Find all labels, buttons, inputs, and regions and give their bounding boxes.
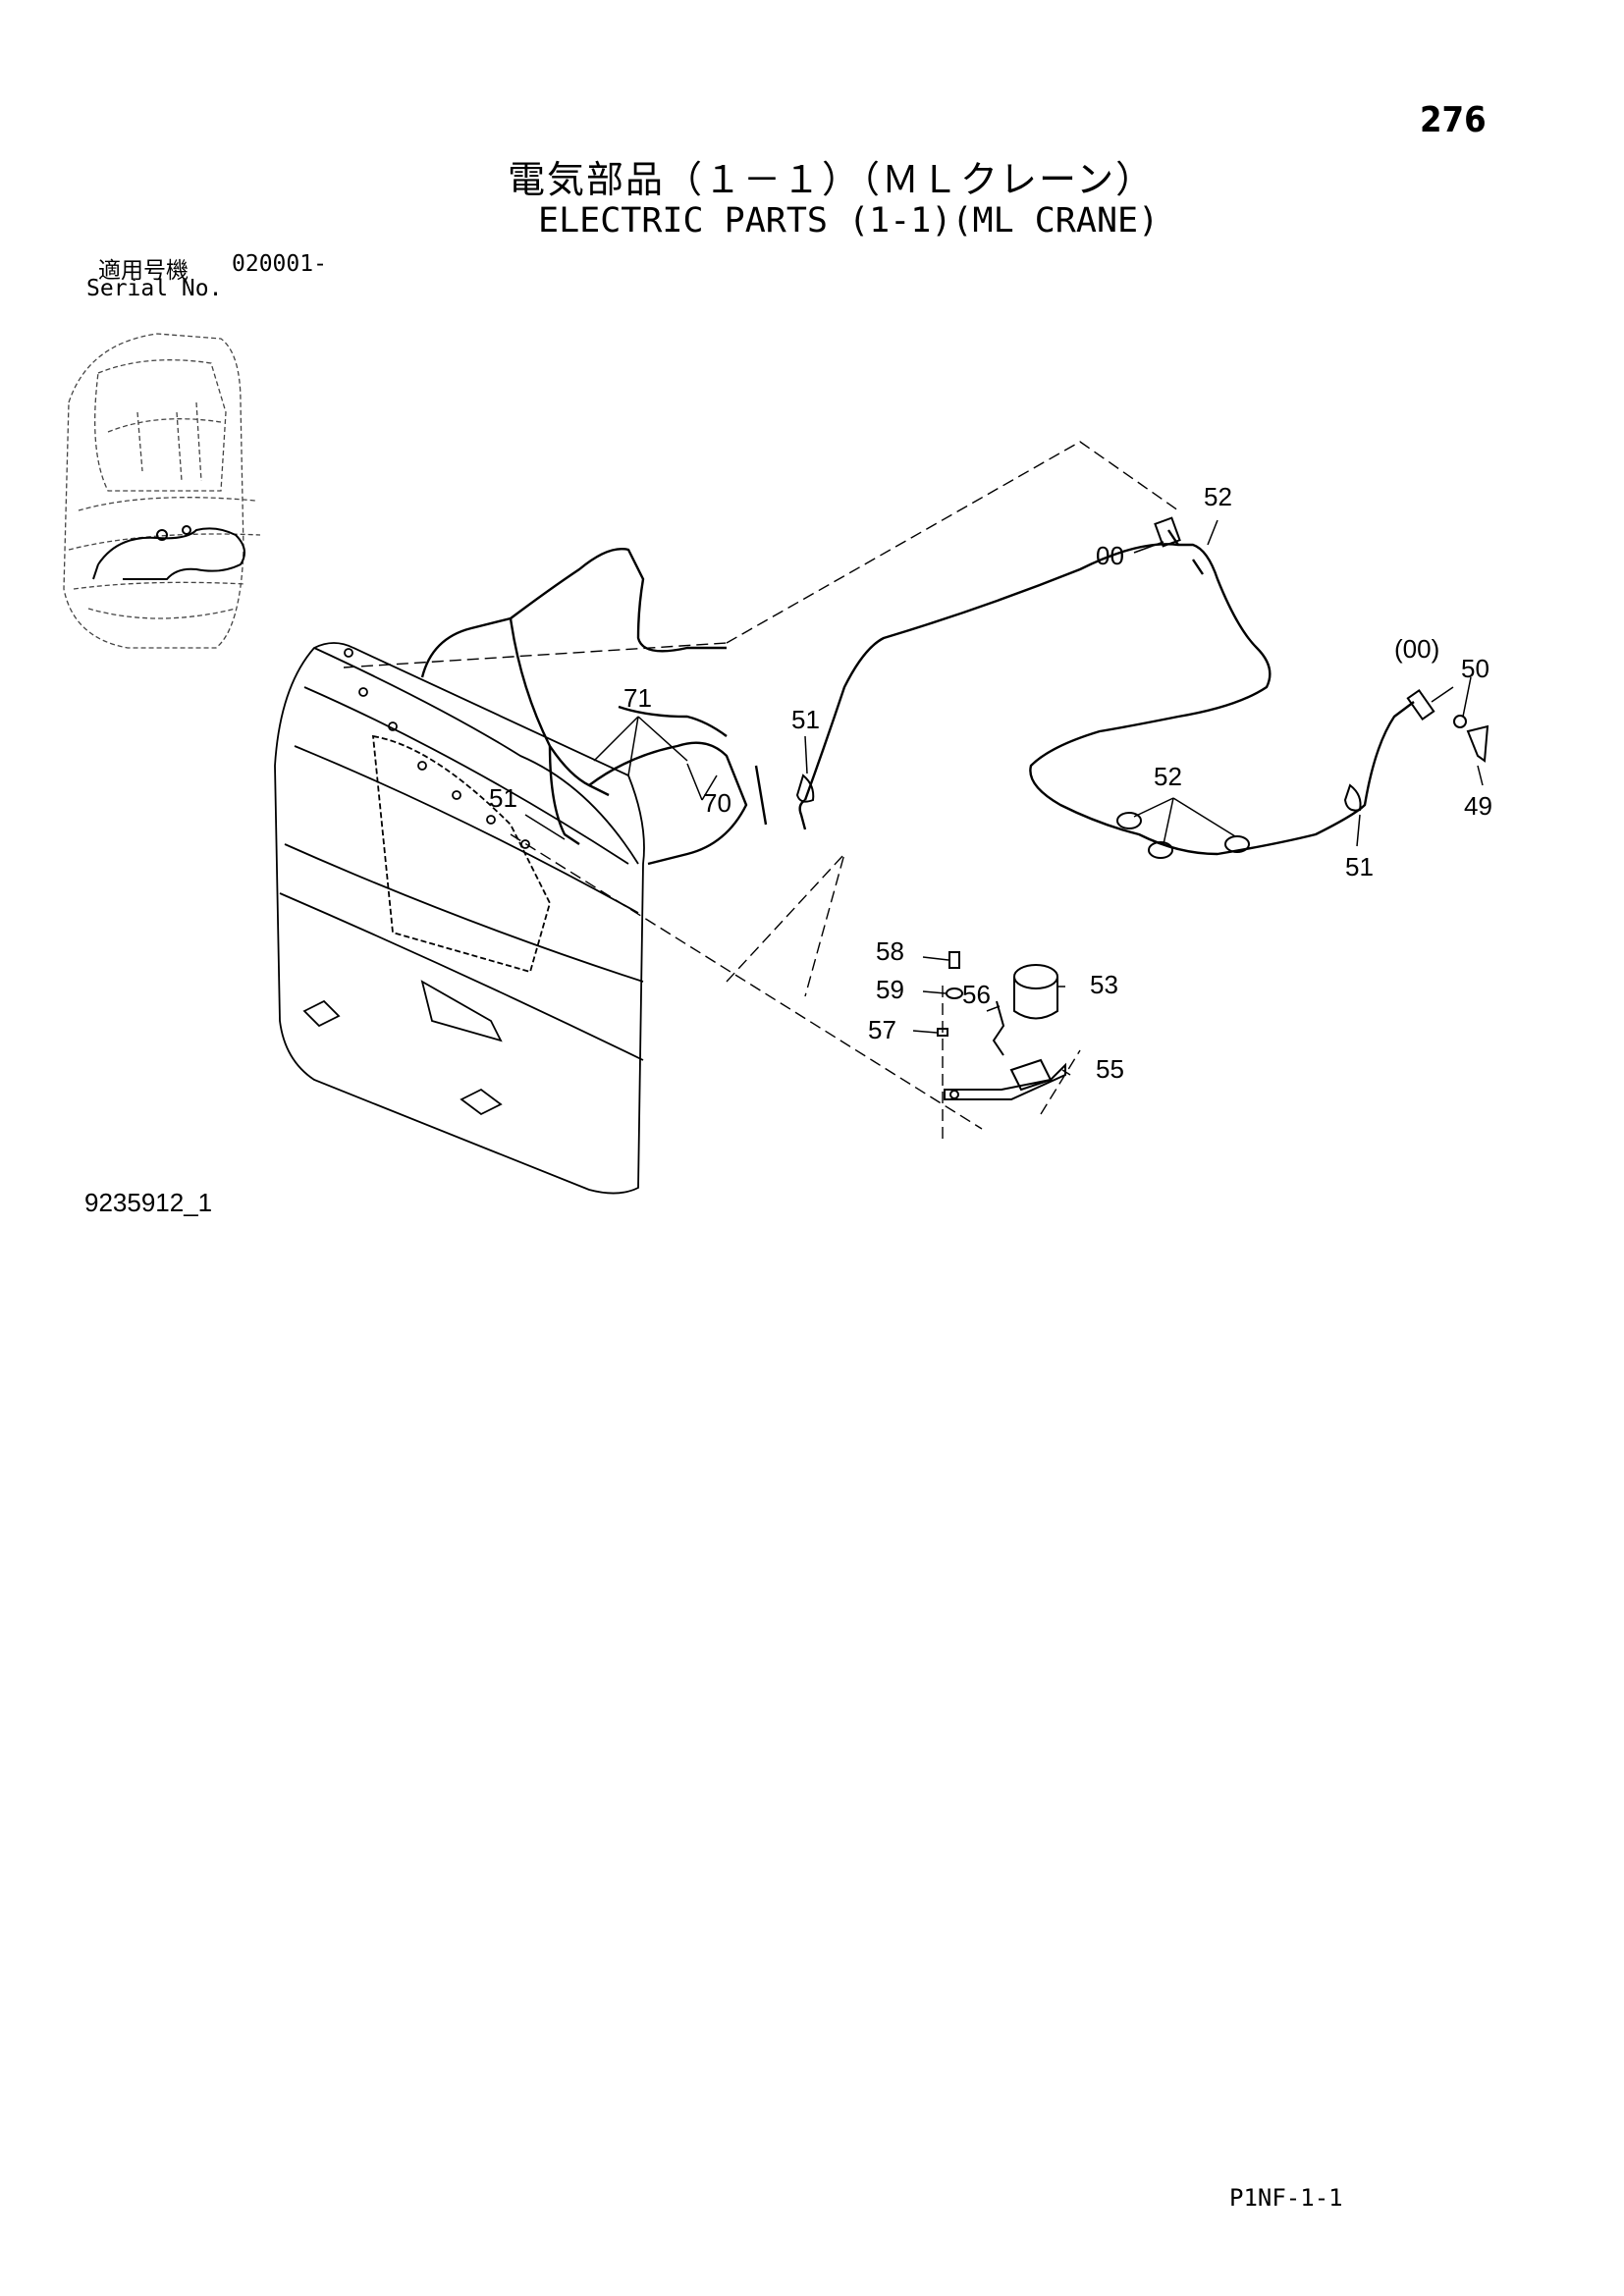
dashed-connection-lines: [343, 441, 1179, 1139]
callout-51-cable: 51: [791, 705, 820, 734]
connector-right: [1406, 688, 1435, 721]
callout-51-right: 51: [1345, 852, 1374, 881]
machine-overview-harness: [92, 525, 245, 580]
page-code: P1NF-1-1: [1229, 2184, 1343, 2212]
clamp-51-left: [795, 774, 815, 803]
counterweight-body: [274, 642, 645, 1195]
callout-50: 50: [1461, 654, 1489, 683]
machine-overview-thumbnail: [63, 333, 261, 649]
page-title-english: ELECTRIC PARTS (1-1)(ML CRANE): [538, 201, 1160, 240]
callout-57: 57: [868, 1015, 896, 1044]
horn-53: [1013, 964, 1058, 1020]
callout-58: 58: [876, 936, 904, 966]
bolt-58: [948, 951, 960, 969]
nut-57: [937, 1028, 948, 1037]
page-number: 276: [1420, 100, 1487, 140]
callout-49: 49: [1464, 791, 1492, 821]
figure-number: 9235912_1: [84, 1188, 213, 1217]
callout-51-weight: 51: [489, 783, 517, 813]
weight-harness: [420, 548, 768, 866]
callout-70: 70: [703, 788, 731, 818]
callout-56: 56: [962, 980, 991, 1009]
serial-label-japanese: 適用号機: [98, 258, 189, 284]
callout-52-top: 52: [1204, 482, 1232, 511]
callout-00: 00: [1096, 541, 1124, 570]
callout-00-paren: (00): [1394, 634, 1439, 664]
bracket-49: [1466, 724, 1489, 763]
serial-label-english: Serial No.: [86, 276, 223, 301]
main-cable-harness: [798, 529, 1415, 856]
page-title-japanese: 電気部品（１－１）（ＭＬクレーン）: [508, 158, 1156, 201]
clamps-52: [1116, 812, 1250, 859]
spring-56: [992, 1000, 1005, 1056]
washer-59: [946, 988, 963, 999]
callout-52-mid: 52: [1154, 762, 1182, 791]
connector-top: [1154, 516, 1181, 548]
serial-number-value: 020001-: [232, 251, 327, 277]
callout-71: 71: [623, 683, 652, 713]
callout-55: 55: [1096, 1054, 1124, 1084]
callout-53: 53: [1090, 970, 1118, 999]
bracket-55: [944, 1058, 1066, 1100]
callout-59: 59: [876, 975, 904, 1004]
clamp-51-right: [1343, 783, 1362, 812]
callout-leaders: [524, 519, 1484, 1076]
bolt-50: [1453, 715, 1467, 728]
